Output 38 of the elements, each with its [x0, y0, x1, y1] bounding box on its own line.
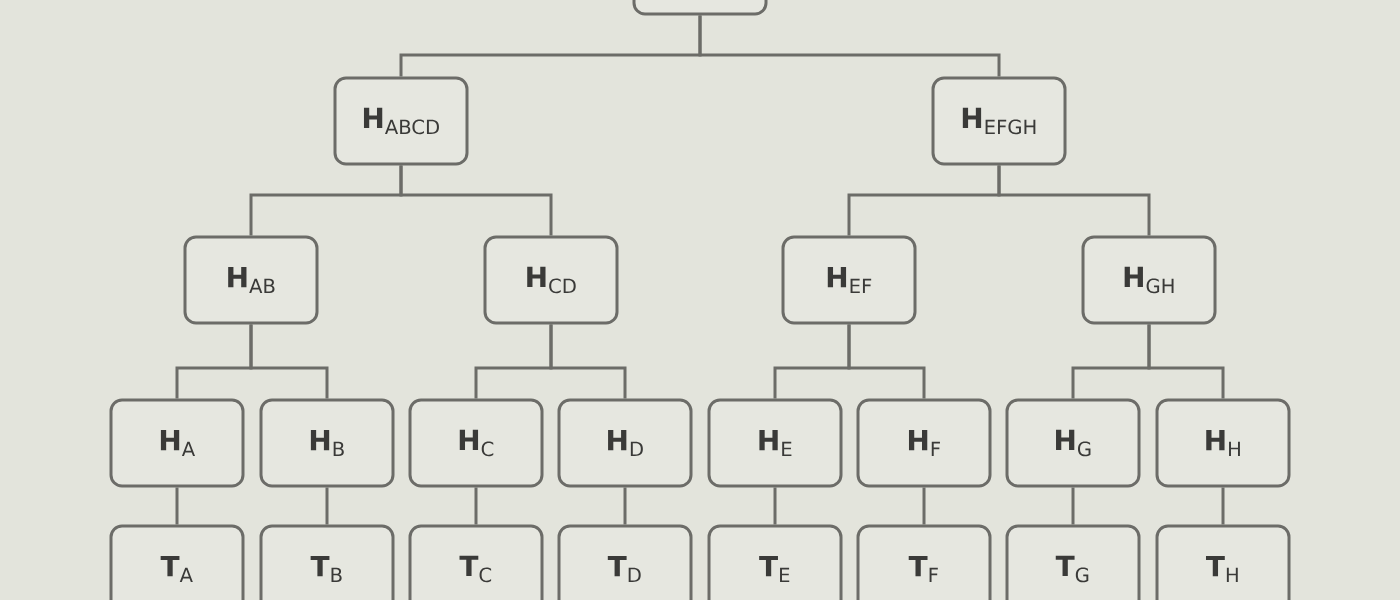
node-box: H$_{H}$: [1155, 398, 1291, 488]
node-box: H$_{AB}$: [183, 235, 319, 325]
node-box: H$_{F}$: [856, 398, 992, 488]
node-box: [632, 0, 768, 16]
node-box: H$_{B}$: [259, 398, 395, 488]
node-box: H$_{CD}$: [483, 235, 619, 325]
node-box: T$_{H}$: [1155, 524, 1291, 600]
node-box: H$_{D}$: [557, 398, 693, 488]
node-box: H$_{ABCD}$: [333, 76, 469, 166]
connector-line: [1221, 487, 1225, 525]
connector-line: [549, 324, 627, 399]
node-box: H$_{GH}$: [1081, 235, 1217, 325]
node-box: T$_{B}$: [259, 524, 395, 600]
node-box: T$_{D}$: [557, 524, 693, 600]
connector-line: [847, 324, 926, 399]
node-box: T$_{A}$: [109, 524, 245, 600]
node-box: H$_{C}$: [408, 398, 544, 488]
node-box: H$_{EF}$: [781, 235, 917, 325]
connector-line: [773, 487, 777, 525]
connector-line: [249, 324, 329, 399]
node-box: T$_{E}$: [707, 524, 843, 600]
connector-line: [922, 487, 926, 525]
node-box: T$_{G}$: [1005, 524, 1141, 600]
connector-line: [474, 487, 478, 525]
node-box: T$_{F}$: [856, 524, 992, 600]
node-box: H$_{A}$: [109, 398, 245, 488]
connector-line: [623, 487, 627, 525]
node-box: H$_{E}$: [707, 398, 843, 488]
connector-line: [997, 165, 1151, 236]
connector-line: [175, 487, 179, 525]
node-box: T$_{C}$: [408, 524, 544, 600]
node-box: H$_{EFGH}$: [931, 76, 1067, 166]
connector-line: [1071, 487, 1075, 525]
node-box: H$_{G}$: [1005, 398, 1141, 488]
connector-line: [1147, 324, 1225, 399]
connector-line: [698, 15, 1001, 77]
connector-line: [399, 165, 553, 236]
connector-line: [325, 487, 329, 525]
